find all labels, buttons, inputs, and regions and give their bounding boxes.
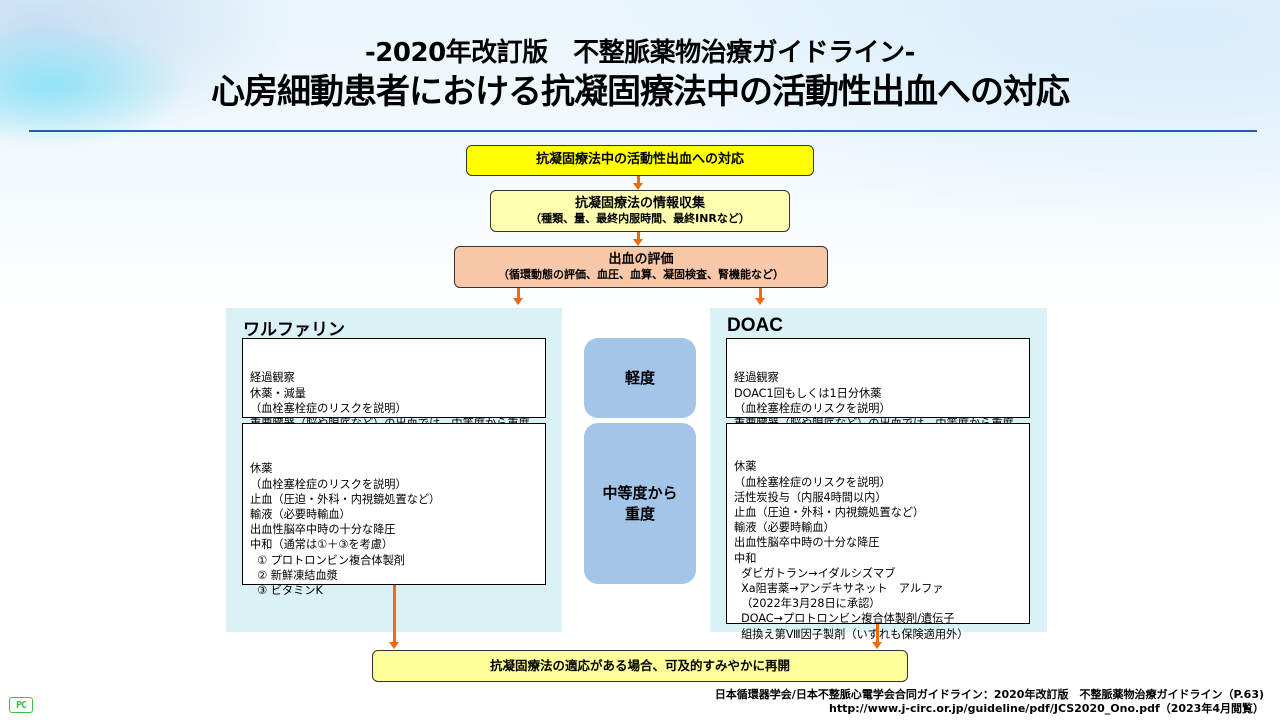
doac-title: DOAC	[727, 315, 783, 336]
pc-logo-icon: PC	[9, 697, 33, 713]
arrow-down-icon	[389, 585, 399, 649]
list-line: 止血（圧迫・外科・内視鏡処置など）	[250, 492, 441, 506]
warfarin-severe-list: 休薬（血栓塞栓症のリスクを説明）止血（圧迫・外科・内視鏡処置など） 輸液（必要時輸…	[250, 461, 538, 598]
info-gathering-box: 抗凝固療法の情報収集 （種類、量、最終内服時間、最終INRなど）	[490, 190, 790, 232]
list-line: 中和	[734, 551, 757, 565]
bleeding-evaluation-title: 出血の評価	[608, 252, 674, 267]
slide-subtitle: -2020年改訂版 不整脈薬物治療ガイドライン-	[365, 38, 915, 68]
list-line: ① プロトロンビン複合体製剤	[250, 553, 405, 567]
list-line: Xa阻害薬→アンデキサネット アルファ	[734, 582, 944, 596]
arrow-down-icon	[633, 232, 643, 246]
citation: 日本循環器学会/日本不整脈心電学会合同ガイドライン：2020年改訂版 不整脈薬物…	[715, 688, 1264, 716]
list-line: ③ ビタミンK	[250, 584, 323, 598]
citation-source: 日本循環器学会/日本不整脈心電学会合同ガイドライン：2020年改訂版 不整脈薬物…	[714, 688, 1264, 701]
list-line: DOAC1回もしくは1日分休薬	[734, 386, 882, 400]
arrow-down-icon	[513, 288, 523, 305]
citation-url[interactable]: http://www.j-circ.or.jp/guideline/pdf/JC…	[829, 702, 1264, 715]
list-line: 輸液（必要時輸血）	[250, 508, 351, 522]
list-line: 出血性脳卒中時の十分な降圧	[734, 536, 880, 550]
warfarin-mild-box: 経過観察休薬・減量（血栓塞栓症のリスクを説明）重要臓器（脳や眼底など）の出血では…	[242, 338, 546, 445]
arrow-down-icon	[633, 176, 643, 190]
doac-severe-box: 休薬（血栓塞栓症のリスクを説明）活性炭投与（内服4時間以内） 止血（圧迫・外科・内…	[726, 423, 1030, 641]
list-line: 出血性脳卒中時の十分な降圧	[250, 523, 396, 537]
slide-title: 心房細動患者における抗凝固療法中の活動性出血への対応	[211, 72, 1070, 112]
resume-anticoagulation-box: 抗凝固療法の適応がある場合、可及的すみやかに再開	[372, 650, 908, 682]
list-line: ダビガトラン→イダルシズマブ	[734, 566, 896, 580]
list-line: 中和（通常は①＋③を考慮）	[250, 538, 394, 552]
info-gathering-title: 抗凝固療法の情報収集	[574, 196, 705, 211]
bleeding-evaluation-detail: （循環動態の評価、血圧、血算、凝固検査、腎機能など）	[498, 268, 784, 282]
flow-start-box: 抗凝固療法中の活動性出血への対応	[466, 145, 814, 176]
list-line: 輸液（必要時輸血）	[734, 521, 835, 535]
list-line: 止血（圧迫・外科・内視鏡処置など）	[734, 506, 925, 520]
list-line: DOAC→プロトロンビン複合体製剤/遺伝子	[734, 612, 955, 626]
arrow-down-icon	[872, 624, 882, 649]
list-line: 休薬・減量	[250, 386, 306, 400]
resume-anticoagulation-label: 抗凝固療法の適応がある場合、可及的すみやかに再開	[489, 658, 790, 674]
title-divider	[29, 130, 1257, 132]
list-line: （血栓塞栓症のリスクを説明）	[250, 401, 407, 415]
list-line: 組換え第Ⅷ因子製剤（いずれも保険適用外）	[734, 627, 969, 641]
severity-mild-box: 軽度	[584, 338, 696, 418]
list-line: 経過観察	[734, 371, 779, 385]
warfarin-severe-box: 休薬（血栓塞栓症のリスクを説明）止血（圧迫・外科・内視鏡処置など） 輸液（必要時輸…	[242, 423, 546, 597]
list-line: ② 新鮮凍結血漿	[250, 568, 338, 582]
doac-severe-list: 休薬（血栓塞栓症のリスクを説明）活性炭投与（内服4時間以内） 止血（圧迫・外科・内…	[734, 459, 1022, 641]
list-line: （血栓塞栓症のリスクを説明）	[250, 477, 407, 491]
bleeding-evaluation-box: 出血の評価 （循環動態の評価、血圧、血算、凝固検査、腎機能など）	[454, 246, 828, 288]
list-line: （血栓塞栓症のリスクを説明）	[734, 401, 891, 415]
doac-mild-box: 経過観察DOAC1回もしくは1日分休薬（血栓塞栓症のリスクを説明）重要臓器（脳や…	[726, 338, 1030, 445]
list-line: 活性炭投与（内服4時間以内）	[734, 490, 887, 504]
arrow-down-icon	[755, 288, 765, 305]
severity-mild-label: 軽度	[624, 368, 655, 387]
list-line: 経過観察	[250, 371, 295, 385]
info-gathering-detail: （種類、量、最終内服時間、最終INRなど）	[530, 212, 750, 226]
flow-start-label: 抗凝固療法中の活動性出血への対応	[535, 152, 744, 168]
list-line: 休薬	[734, 460, 757, 474]
severity-moderate-severe-box: 中等度から 重度	[584, 423, 696, 584]
warfarin-title: ワルファリン	[243, 320, 345, 340]
severity-moderate-severe-label: 中等度から 重度	[602, 483, 678, 523]
list-line: （2022年3月28日に承認）	[734, 597, 881, 611]
list-line: （血栓塞栓症のリスクを説明）	[734, 475, 891, 489]
list-line: 休薬	[250, 462, 273, 476]
